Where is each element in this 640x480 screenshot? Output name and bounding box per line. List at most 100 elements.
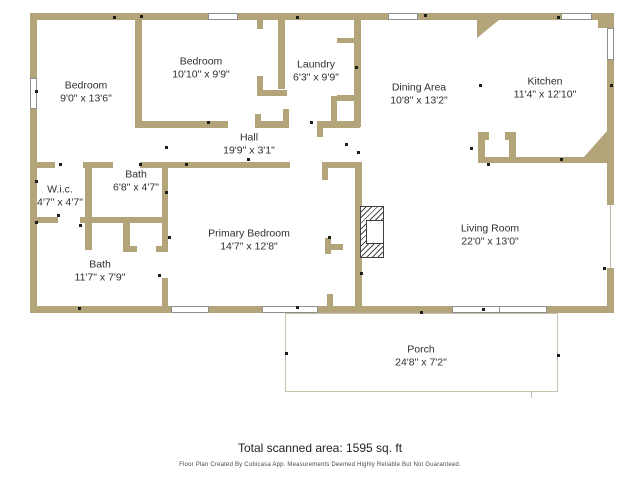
room-name: Bedroom <box>179 55 223 68</box>
door-marker-tick <box>424 14 427 17</box>
door-marker-tick <box>113 16 116 19</box>
room-name: Primary Bedroom <box>208 227 290 240</box>
door-marker-tick <box>57 214 60 217</box>
window <box>499 306 547 313</box>
wall-segment <box>325 238 331 254</box>
wall-segment <box>327 294 333 313</box>
wall-segment <box>317 121 360 128</box>
door-marker-tick <box>603 267 606 270</box>
door-marker-tick <box>35 180 38 183</box>
wall-segment <box>607 13 614 313</box>
wall-segment <box>135 17 142 127</box>
door-marker-tick <box>139 163 142 166</box>
room-name: Hall <box>239 131 259 144</box>
wall-segment <box>30 13 37 313</box>
disclaimer-text: Floor Plan Created By Cubicasa App. Meas… <box>179 462 461 468</box>
door-marker-tick <box>610 84 613 87</box>
door-marker-tick <box>165 191 168 194</box>
room-name: W.i.c. <box>47 183 73 196</box>
wall-segment <box>37 162 55 168</box>
room-dimensions: 4'7" x 4'7" <box>37 196 83 208</box>
fireplace-firebox <box>366 220 384 244</box>
room-dimensions: 22'0" x 13'0" <box>461 235 519 247</box>
window <box>452 306 500 313</box>
door-marker-tick <box>35 90 38 93</box>
door-marker-tick <box>357 151 360 154</box>
wall-diagonal-segment <box>584 131 607 163</box>
window <box>171 306 209 313</box>
door-marker-tick <box>482 308 485 311</box>
room-label-wic: W.i.c.4'7" x 4'7" <box>37 184 83 209</box>
room-name: Living Room <box>460 222 520 235</box>
wall-segment <box>509 140 516 163</box>
door-marker-tick <box>479 84 482 87</box>
door-marker-tick <box>79 224 82 227</box>
room-name: Kitchen <box>527 75 563 88</box>
wall-segment <box>322 162 357 168</box>
wall-segment <box>257 90 287 96</box>
door-marker-tick <box>310 121 313 124</box>
wall-segment <box>478 132 489 140</box>
wall-segment <box>331 96 337 127</box>
door-marker-tick <box>345 143 348 146</box>
wall-segment <box>278 17 285 89</box>
opening-line <box>610 205 611 268</box>
wall-segment <box>355 162 362 313</box>
wall-segment <box>598 13 614 28</box>
room-name: Porch <box>407 343 435 356</box>
door-marker-tick <box>487 163 490 166</box>
door-marker-tick <box>78 307 81 310</box>
wall-diagonal-segment <box>477 20 499 38</box>
porch-step-line <box>531 392 532 398</box>
window <box>30 78 37 109</box>
wall-segment <box>331 244 343 250</box>
wall-segment <box>123 223 130 252</box>
door-marker-tick <box>207 121 210 124</box>
room-dimensions: 11'4" x 12'10" <box>513 88 577 100</box>
door-marker-tick <box>355 66 358 69</box>
wall-segment <box>478 157 516 163</box>
door-marker-tick <box>557 16 560 19</box>
room-dimensions: 19'9" x 3'1" <box>223 144 275 156</box>
wall-segment <box>283 109 289 121</box>
room-name: Dining Area <box>391 81 447 94</box>
wall-segment <box>140 162 162 168</box>
room-dimensions: 6'8" x 4'7" <box>113 181 159 193</box>
wall-segment <box>123 246 137 252</box>
wall-segment <box>162 162 290 168</box>
door-marker-tick <box>420 311 423 314</box>
door-marker-tick <box>165 146 168 149</box>
wall-segment <box>337 38 354 43</box>
wall-segment <box>255 121 289 128</box>
door-marker-tick <box>560 158 563 161</box>
wall-segment <box>30 13 614 20</box>
wall-segment <box>162 278 168 313</box>
door-marker-tick <box>296 16 299 19</box>
wall-segment <box>322 168 328 180</box>
wall-segment <box>478 140 485 163</box>
room-dimensions: 10'8" x 13'2" <box>390 94 448 106</box>
wall-segment <box>80 217 167 223</box>
door-marker-tick <box>285 352 288 355</box>
window <box>208 13 238 20</box>
room-name: Bath <box>89 258 111 271</box>
door-marker-tick <box>296 306 299 309</box>
door-marker-tick <box>185 163 188 166</box>
door-marker-tick <box>158 274 161 277</box>
room-dimensions: 24'8" x 7'2" <box>395 356 447 368</box>
room-dimensions: 11'7" x 7'9" <box>74 271 126 283</box>
room-name: Bedroom <box>64 79 108 92</box>
door-marker-tick <box>140 15 143 18</box>
wall-segment <box>257 17 263 29</box>
